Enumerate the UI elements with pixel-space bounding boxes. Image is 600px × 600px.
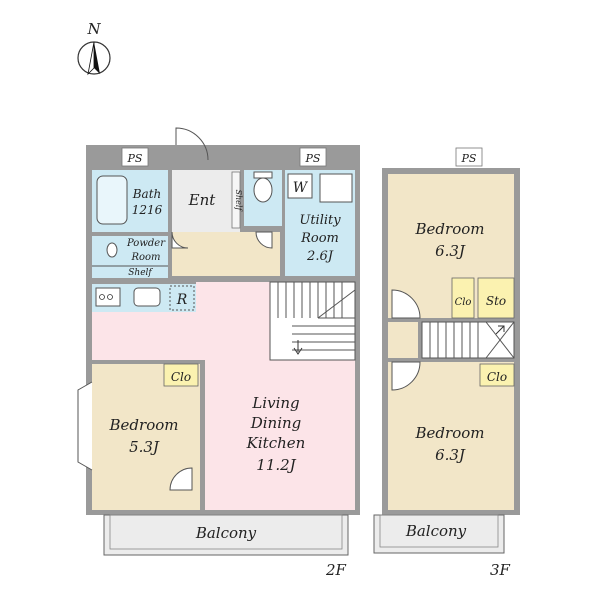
floor-2-label: 2F xyxy=(325,561,347,579)
balcony-3f-label: Balcony xyxy=(405,522,467,540)
bedroom-2f-name: Bedroom xyxy=(109,416,179,434)
floor-3: PS Bedroom 6.3J Clo Sto Clo Bedroom 6.3J… xyxy=(373,147,520,579)
washer-box xyxy=(287,173,313,199)
bathtub-icon xyxy=(96,175,128,225)
closet-small-label: Clo xyxy=(455,297,472,308)
kitchen-sink-icon xyxy=(133,287,161,307)
bedroom-top-size: 6.3J xyxy=(435,242,466,260)
bedroom-bottom-room xyxy=(388,362,514,510)
compass: N xyxy=(77,20,111,76)
bedroom-bottom-size: 6.3J xyxy=(435,446,466,464)
ldk-line-3: Kitchen xyxy=(246,434,306,452)
bedroom-bottom-door-icon xyxy=(391,361,421,391)
powder-shelf: Shelf xyxy=(128,268,153,278)
ps-box-1 xyxy=(121,147,149,167)
floor-3-label: 3F xyxy=(490,561,511,579)
ldk-size: 11.2J xyxy=(256,456,296,474)
bath-name: Bath xyxy=(132,187,162,201)
closet-2f xyxy=(163,363,199,387)
staircase-3f xyxy=(421,321,515,359)
fridge-space xyxy=(169,285,195,311)
bay-window xyxy=(77,381,93,471)
utility-size: 2.6J xyxy=(306,249,334,264)
ps-label-2: PS xyxy=(305,152,321,165)
storage-3f xyxy=(477,277,515,319)
stove-icon xyxy=(95,287,121,307)
entrance-room xyxy=(172,170,240,232)
north-arrow-icon xyxy=(94,42,100,74)
compass-label: N xyxy=(86,20,101,38)
bedroom-top-name: Bedroom xyxy=(415,220,485,238)
storage-label: Sto xyxy=(486,294,506,308)
ldk-line-1: Living xyxy=(251,394,299,412)
balcony-2f-label: Balcony xyxy=(195,524,257,542)
shelf-unit xyxy=(231,171,241,229)
floor-2: PS PS Bath 1216 Ent Shelf W Utility Room… xyxy=(77,127,360,579)
powder-name-1: Powder xyxy=(126,238,166,249)
toilet-icon xyxy=(253,177,273,203)
closet-lower-label: Clo xyxy=(487,370,507,384)
staircase-2f xyxy=(269,281,356,361)
utility-name-2: Room xyxy=(300,231,339,246)
bedroom-2f-size: 5.3J xyxy=(129,438,160,456)
closet-small-3f xyxy=(451,277,475,319)
shelf-label-vertical: Shelf xyxy=(234,190,243,213)
washer-label: W xyxy=(293,180,309,196)
bedroom-door-icon xyxy=(169,467,193,491)
ps-label-1: PS xyxy=(127,152,143,165)
closet-2f-label: Clo xyxy=(171,370,191,384)
entrance-door-icon xyxy=(175,127,209,161)
closet-lower-3f xyxy=(479,363,515,387)
powder-room xyxy=(92,236,168,278)
fridge-label: R xyxy=(176,292,188,308)
bath-size: 1216 xyxy=(132,203,163,217)
entrance-name: Ent xyxy=(188,191,217,209)
bedroom-top-door-icon xyxy=(391,289,421,319)
ldk-line-2: Dining xyxy=(250,414,302,432)
powder-name-2: Room xyxy=(130,252,160,263)
ps-box-3f xyxy=(455,147,483,167)
ps-box-2 xyxy=(299,147,327,167)
bedroom-bottom-name: Bedroom xyxy=(415,424,485,442)
utility-name-1: Utility xyxy=(299,213,341,228)
ps-label-3f: PS xyxy=(461,152,477,165)
sink-icon xyxy=(106,242,118,258)
